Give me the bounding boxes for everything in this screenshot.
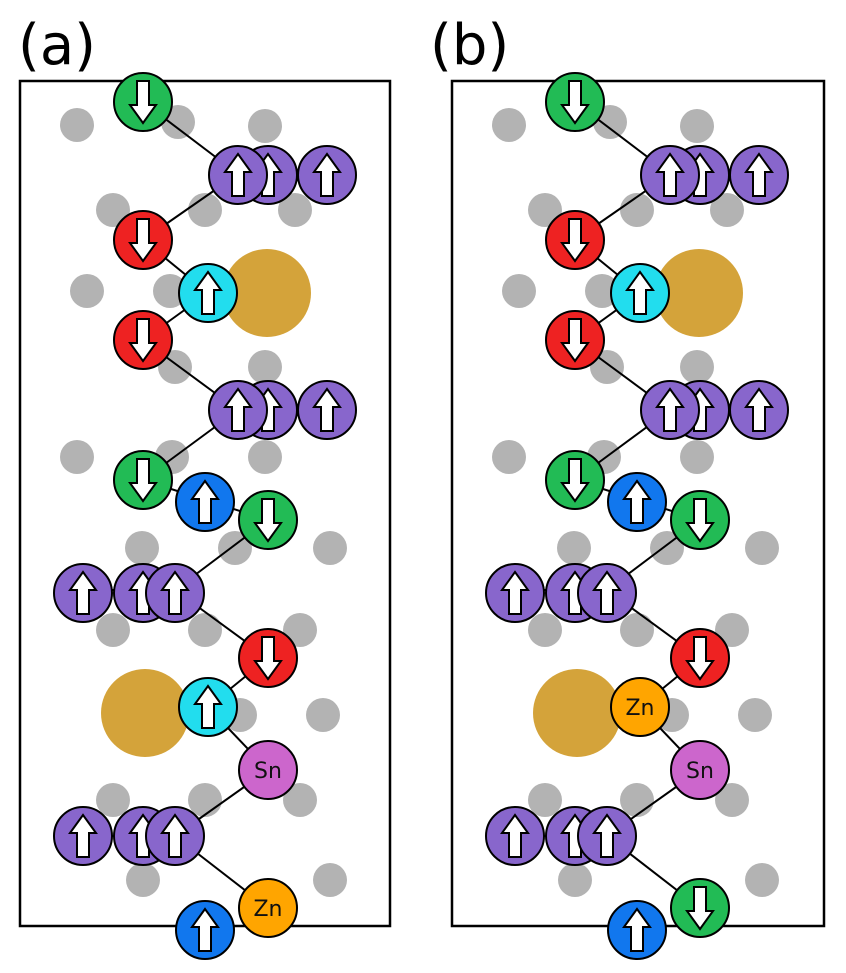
background-atom (188, 783, 222, 817)
arrow-up-icon (193, 270, 223, 315)
zn-atom-label: Zn (253, 897, 282, 922)
arrow-up-icon (68, 813, 98, 858)
arrow-up-icon (68, 570, 98, 615)
arrow-up-icon (655, 387, 685, 432)
background-atom (248, 350, 282, 384)
arrow-up-icon (160, 813, 190, 858)
arrow-down-icon (253, 498, 283, 543)
background-atom (680, 350, 714, 384)
background-atom (188, 193, 222, 227)
arrow-up-icon (312, 387, 342, 432)
arrow-up-icon (312, 152, 342, 197)
background-atom (558, 863, 592, 897)
background-atom (715, 613, 749, 647)
background-atom (528, 613, 562, 647)
large-atom (655, 249, 743, 337)
arrow-up-icon (160, 570, 190, 615)
arrow-down-icon (685, 886, 715, 931)
arrow-down-icon (128, 458, 158, 503)
arrow-up-icon (744, 387, 774, 432)
arrow-up-icon (744, 152, 774, 197)
sn-atom (670, 740, 730, 800)
large-atom (223, 249, 311, 337)
arrow-up-icon (193, 684, 223, 729)
background-atom (96, 193, 130, 227)
background-atom (492, 108, 526, 142)
background-atom (188, 613, 222, 647)
background-atom (745, 863, 779, 897)
background-atom (60, 108, 94, 142)
arrow-down-icon (253, 636, 283, 681)
background-atom (710, 193, 744, 227)
large-atom (101, 669, 189, 757)
background-atom (585, 274, 619, 308)
background-atom (745, 531, 779, 565)
large-atom (533, 669, 621, 757)
arrow-down-icon (560, 218, 590, 263)
panel-b-label: (b) (430, 13, 509, 78)
background-atom (715, 783, 749, 817)
background-atom (70, 274, 104, 308)
background-atom (313, 531, 347, 565)
arrow-down-icon (128, 318, 158, 363)
arrow-down-icon (685, 498, 715, 543)
arrow-up-icon (190, 907, 220, 952)
arrow-down-icon (128, 80, 158, 125)
background-atom (306, 698, 340, 732)
arrow-up-icon (500, 813, 530, 858)
background-atom (738, 698, 772, 732)
arrow-down-icon (560, 458, 590, 503)
background-atom (248, 109, 282, 143)
zn-atom (610, 677, 670, 737)
background-atom (528, 193, 562, 227)
background-atom (528, 783, 562, 817)
background-atom (680, 440, 714, 474)
arrow-down-icon (560, 80, 590, 125)
background-atom (620, 193, 654, 227)
arrow-up-icon (500, 570, 530, 615)
background-atom (248, 440, 282, 474)
arrow-up-icon (655, 152, 685, 197)
arrow-up-icon (622, 907, 652, 952)
background-atom (153, 274, 187, 308)
background-atom (680, 109, 714, 143)
zn-atom-label: Zn (625, 696, 654, 721)
background-atom (283, 613, 317, 647)
panel-a-label: (a) (18, 13, 96, 78)
zn-atom (238, 878, 298, 938)
arrow-up-icon (622, 479, 652, 524)
background-atom (96, 613, 130, 647)
background-atom (620, 613, 654, 647)
arrow-up-icon (592, 570, 622, 615)
sn-atom-label: Sn (686, 759, 714, 784)
arrow-up-icon (190, 479, 220, 524)
arrow-up-icon (223, 387, 253, 432)
sn-atom (238, 740, 298, 800)
background-atom (60, 440, 94, 474)
background-atom (313, 863, 347, 897)
background-atom (502, 274, 536, 308)
arrow-up-icon (592, 813, 622, 858)
arrow-down-icon (128, 218, 158, 263)
background-atom (492, 440, 526, 474)
background-atom (557, 531, 591, 565)
arrow-up-icon (625, 270, 655, 315)
background-atom (620, 783, 654, 817)
arrow-down-icon (560, 318, 590, 363)
background-atom (283, 783, 317, 817)
background-atom (96, 783, 130, 817)
arrow-down-icon (685, 636, 715, 681)
sn-atom-label: Sn (254, 759, 282, 784)
background-atom (278, 193, 312, 227)
arrow-up-icon (223, 152, 253, 197)
background-atom (126, 863, 160, 897)
background-atom (125, 531, 159, 565)
